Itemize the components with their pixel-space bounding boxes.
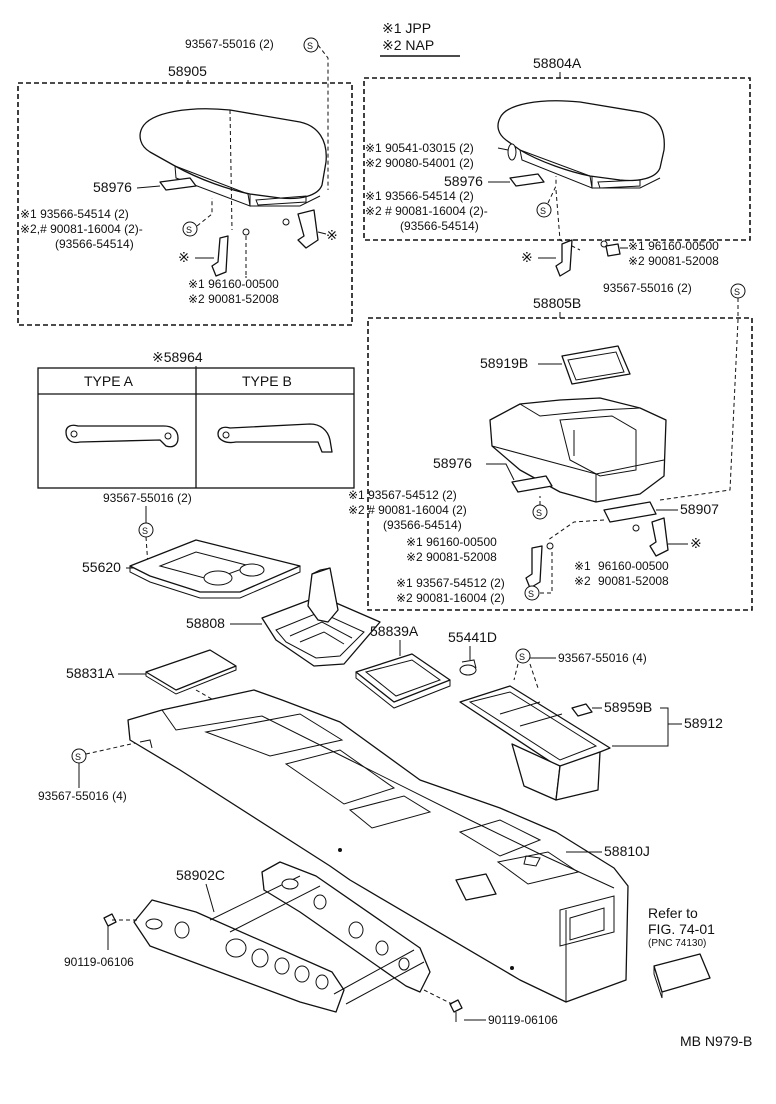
part-label: ※2,# 90081-16004 (2)- — [20, 222, 143, 236]
part-label: ※ — [690, 535, 702, 551]
part-label: 90081-52008 — [598, 574, 669, 588]
latch-right — [297, 209, 319, 249]
part-label: S — [528, 589, 534, 599]
pad-58919B — [561, 345, 631, 385]
part-label: ※1 93566-54514 (2) — [365, 189, 474, 203]
part-label: S — [519, 652, 525, 662]
latch-58805B-left — [525, 545, 543, 589]
part-label: FIG. 74-01 — [648, 921, 715, 937]
part-label: 58976 — [433, 455, 472, 471]
part-label: 58810J — [604, 843, 650, 859]
label-58805B: 58805B — [533, 295, 581, 311]
hinge-58976-b — [509, 173, 545, 187]
part-label: 58912 — [684, 715, 723, 731]
part-label: 93567-55016 (2) — [103, 491, 192, 505]
part-label: ※1 93567-54512 (2) — [348, 488, 457, 502]
bolt-left — [103, 913, 117, 927]
grommet-55441D — [459, 664, 477, 676]
part-label: (PNC 74130) — [648, 938, 706, 949]
part-label: ※2 # 90081-16004 (2) — [348, 503, 467, 517]
part-label: 58919B — [480, 355, 528, 371]
label-58804A: 58804A — [533, 55, 582, 71]
type-b-header: TYPE B — [242, 373, 292, 389]
legend-nap: ※2 NAP — [382, 37, 434, 53]
part-label: 90119-06106 — [488, 1013, 558, 1027]
part-label: 90119-06106 — [64, 955, 134, 969]
figure-code: MB N979-B — [680, 1033, 752, 1049]
part-label: ※ — [326, 227, 338, 243]
type-a-part — [65, 424, 179, 448]
hinge-58976-c — [511, 475, 553, 493]
part-label: ※ — [521, 249, 533, 265]
part-label: ※2 90081-52008 — [188, 292, 279, 306]
console-58810J — [127, 689, 629, 1003]
label-58905: 58905 — [168, 63, 207, 79]
type-b-part — [217, 423, 333, 453]
part-label: ※1 96160-00500 — [188, 277, 279, 291]
latch-58805B-right — [649, 517, 669, 557]
part-label: ※1 90541-03015 (2) — [365, 141, 474, 155]
part-label: (93566-54514) — [383, 518, 462, 532]
part-label: ※1 96160-00500 — [406, 535, 497, 549]
part-label: 58839A — [370, 623, 419, 639]
part-label: Refer to — [648, 905, 698, 921]
part-label: 58902C — [176, 867, 225, 883]
part-label: 96160-00500 — [598, 559, 669, 573]
armrest-lid-58804A — [497, 100, 665, 182]
part-label: ※2 # 90081-16004 (2)- — [365, 204, 488, 218]
part-label: 93567-55016 (4) — [38, 789, 127, 803]
part-label: ※1 93566-54514 (2) — [20, 207, 129, 221]
label-bolt-top-left: 93567-55016 (2) — [185, 37, 274, 51]
part-label: ※1 93567-54512 (2) — [396, 576, 505, 590]
part-label: ※1 96160-00500 — [628, 239, 719, 253]
tray-58912 — [459, 685, 611, 769]
tray-58839A — [355, 653, 451, 703]
part-label: 55441D — [448, 629, 497, 645]
legend-jpp: ※1 JPP — [382, 20, 431, 36]
part-label: ※2 90081-52008 — [406, 550, 497, 564]
latch-left — [211, 235, 229, 277]
strip-58907 — [603, 501, 657, 523]
part-label: 58808 — [186, 615, 225, 631]
part-label: (93566-54514) — [400, 219, 479, 233]
part-label: S — [307, 41, 313, 51]
part-label: ※2 — [574, 574, 591, 588]
part-label: 58831A — [66, 665, 115, 681]
type-table-title: ※58964 — [152, 349, 203, 365]
part-label: ※2 90081-16004 (2) — [396, 591, 505, 605]
part-label: 58976 — [444, 173, 483, 189]
group-box-58804A — [363, 77, 751, 241]
part-label: S — [536, 508, 542, 518]
part-label: ※1 — [574, 559, 591, 573]
type-a-header: TYPE A — [84, 373, 134, 389]
bolt-right — [449, 999, 463, 1013]
part-label: 55620 — [82, 559, 121, 575]
cap-part — [653, 953, 711, 993]
part-label: ※2 90081-52008 — [628, 254, 719, 268]
hinge-58976 — [159, 177, 197, 191]
part-label: 93567-55016 (4) — [558, 651, 647, 665]
part-label: S — [734, 287, 740, 297]
part-label: S — [186, 225, 192, 235]
latch-58804A-left — [555, 239, 573, 277]
armrest-lid-58905 — [139, 108, 327, 200]
clip-58959B — [571, 703, 593, 717]
console-box-58805B — [489, 397, 667, 503]
part-label: 58959B — [604, 699, 652, 715]
part-label: S — [75, 752, 81, 762]
part-label: ※ — [178, 249, 190, 265]
label-58976-a: 58976 — [93, 179, 132, 195]
part-label: 93567-55016 (2) — [603, 281, 692, 295]
part-label: (93566-54514) — [55, 237, 134, 251]
part-label: ※2 90080-54001 (2) — [365, 156, 474, 170]
part-label: S — [142, 526, 148, 536]
part-label: 58907 — [680, 501, 719, 517]
bracket-55620 — [129, 539, 301, 593]
part-label: S — [540, 206, 546, 216]
